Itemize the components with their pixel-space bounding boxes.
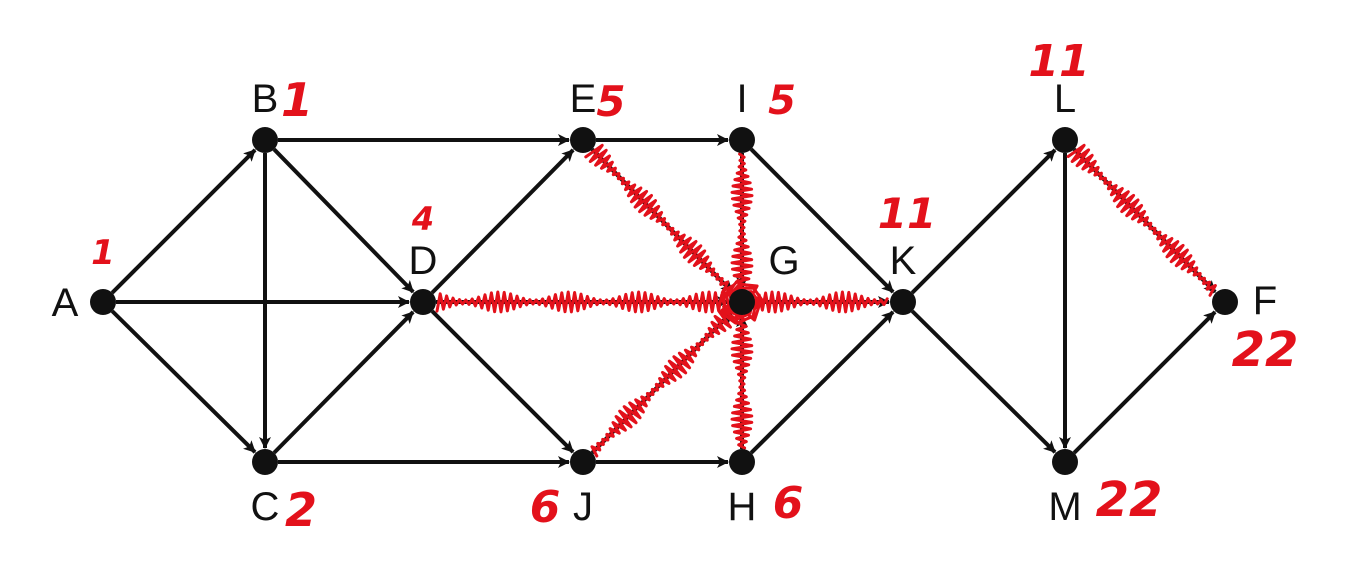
node-label-a: A xyxy=(52,281,79,325)
node-e xyxy=(570,127,596,153)
edge-k-m xyxy=(910,309,1057,454)
node-m xyxy=(1052,449,1078,475)
node-label-b: B xyxy=(252,77,279,121)
node-label-i: I xyxy=(736,77,747,121)
node-number-f: 22 xyxy=(1232,322,1299,378)
node-g xyxy=(729,289,755,315)
crossed-out-edge-j-g xyxy=(590,305,737,458)
node-number-c: 2 xyxy=(285,483,317,537)
edge-d-j xyxy=(430,309,575,454)
nodes xyxy=(90,127,1238,475)
node-label-g: G xyxy=(768,239,799,283)
node-label-l: L xyxy=(1054,77,1076,121)
edge-b-d xyxy=(272,147,415,294)
edge-h-k xyxy=(749,310,895,455)
crossed-out-edge-e-g xyxy=(584,143,736,298)
node-f xyxy=(1212,289,1238,315)
node-label-m: M xyxy=(1048,485,1081,529)
crossed-out-edge-l-f xyxy=(1066,143,1217,297)
node-labels: A B C D E I J H G K L M F xyxy=(52,77,1278,529)
node-d xyxy=(410,289,436,315)
node-label-j: J xyxy=(573,485,593,529)
node-number-k: 11 xyxy=(878,189,936,238)
node-label-f: F xyxy=(1253,279,1277,323)
node-number-l: 11 xyxy=(1028,36,1089,87)
node-number-b: 1 xyxy=(281,73,313,127)
crossed-out-edge-g-k xyxy=(754,290,889,314)
node-h xyxy=(729,449,755,475)
node-i xyxy=(729,127,755,153)
node-a xyxy=(90,289,116,315)
node-number-j: 6 xyxy=(530,482,561,533)
edge-a-c xyxy=(110,309,257,454)
node-number-m: 22 xyxy=(1096,472,1163,528)
crossed-out-marks xyxy=(435,143,1217,458)
edge-k-l xyxy=(910,148,1057,295)
edge-c-d xyxy=(272,310,415,455)
node-number-d: 4 xyxy=(411,200,434,238)
node-b xyxy=(252,127,278,153)
node-label-d: D xyxy=(409,239,438,283)
node-number-e: 5 xyxy=(596,77,625,126)
node-label-e: E xyxy=(570,77,597,121)
crossed-out-edge-i-g xyxy=(730,152,754,287)
node-number-i: 5 xyxy=(768,78,796,124)
crossed-out-edge-d-g xyxy=(435,290,727,314)
edge-i-k xyxy=(749,147,895,294)
node-j xyxy=(570,449,596,475)
node-number-a: 1 xyxy=(91,233,115,273)
node-label-h: H xyxy=(728,485,757,529)
node-l xyxy=(1052,127,1078,153)
edge-d-e xyxy=(430,148,575,295)
node-label-c: C xyxy=(251,485,280,529)
edge-m-f xyxy=(1072,310,1217,455)
edge-a-b xyxy=(110,148,257,295)
node-number-h: 6 xyxy=(773,478,804,529)
node-label-k: K xyxy=(890,239,917,283)
node-c xyxy=(252,449,278,475)
node-k xyxy=(890,289,916,315)
crossed-out-edge-h-g xyxy=(730,315,754,450)
